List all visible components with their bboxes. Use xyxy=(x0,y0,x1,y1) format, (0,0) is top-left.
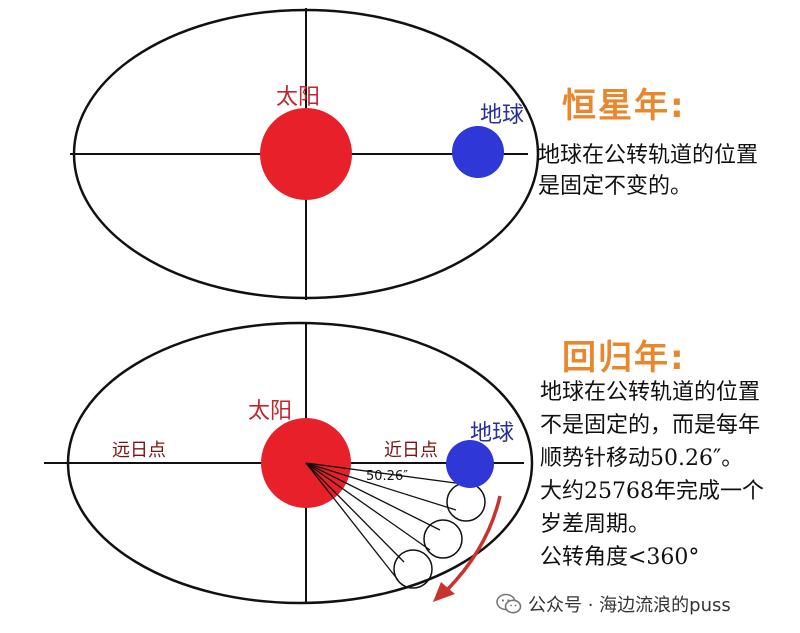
tropical-line: 大约25768年完成一个 xyxy=(540,479,764,504)
tropical-line: 公转角度<360° xyxy=(540,545,700,570)
sidereal-sun xyxy=(260,108,352,200)
sidereal-description: 地球在公转轨道的位置 是固定不变的。 xyxy=(538,140,758,202)
watermark: 公众号 · 海边流浪的puss xyxy=(496,591,731,617)
motion-arrow-head xyxy=(433,582,455,602)
watermark-text: 公众号 · 海边流浪的puss xyxy=(528,595,731,616)
earth-ghost-position xyxy=(446,482,486,522)
sidereal-orbit-diagram: 太阳 地球 xyxy=(70,8,540,300)
angle-label: 50.26″ xyxy=(366,469,408,484)
aphelion-label: 远日点 xyxy=(112,440,166,461)
tropical-description: 地球在公转轨道的位置 不是固定的，而是每年 顺势针移动50.26″。 大约257… xyxy=(540,376,764,574)
radial-line xyxy=(305,462,441,531)
tropical-sun-label: 太阳 xyxy=(248,399,292,424)
earth-ghost-position xyxy=(393,549,433,589)
sidereal-heading: 恒星年: xyxy=(562,86,686,126)
radial-line xyxy=(305,462,464,485)
radial-line xyxy=(305,462,399,581)
radial-line xyxy=(305,462,457,511)
tropical-earth-label: 地球 xyxy=(470,421,514,446)
radial-line xyxy=(305,462,405,563)
perihelion-label: 近日点 xyxy=(384,440,438,461)
sidereal-line: 地球在公转轨道的位置 xyxy=(538,143,759,168)
wechat-icon xyxy=(496,593,522,614)
earth-ghost-position xyxy=(423,519,463,559)
sidereal-line: 是固定不变的。 xyxy=(538,174,693,199)
tropical-line: 不是固定的，而是每年 xyxy=(540,413,761,438)
tropical-orbit-diagram: 太阳 地球 远日点 近日点 50.26″ xyxy=(44,321,534,605)
sidereal-earth xyxy=(452,126,504,178)
tropical-line: 岁差周期。 xyxy=(540,512,651,537)
tropical-line: 地球在公转轨道的位置 xyxy=(540,380,761,405)
tropical-heading: 回归年: xyxy=(562,338,686,378)
radial-line xyxy=(305,462,431,551)
tropical-line: 顺势针移动50.26″。 xyxy=(540,446,744,471)
sidereal-sun-label: 太阳 xyxy=(276,85,320,110)
tropical-earth xyxy=(446,440,494,488)
motion-arrow xyxy=(445,495,502,592)
sidereal-earth-label: 地球 xyxy=(480,103,524,128)
